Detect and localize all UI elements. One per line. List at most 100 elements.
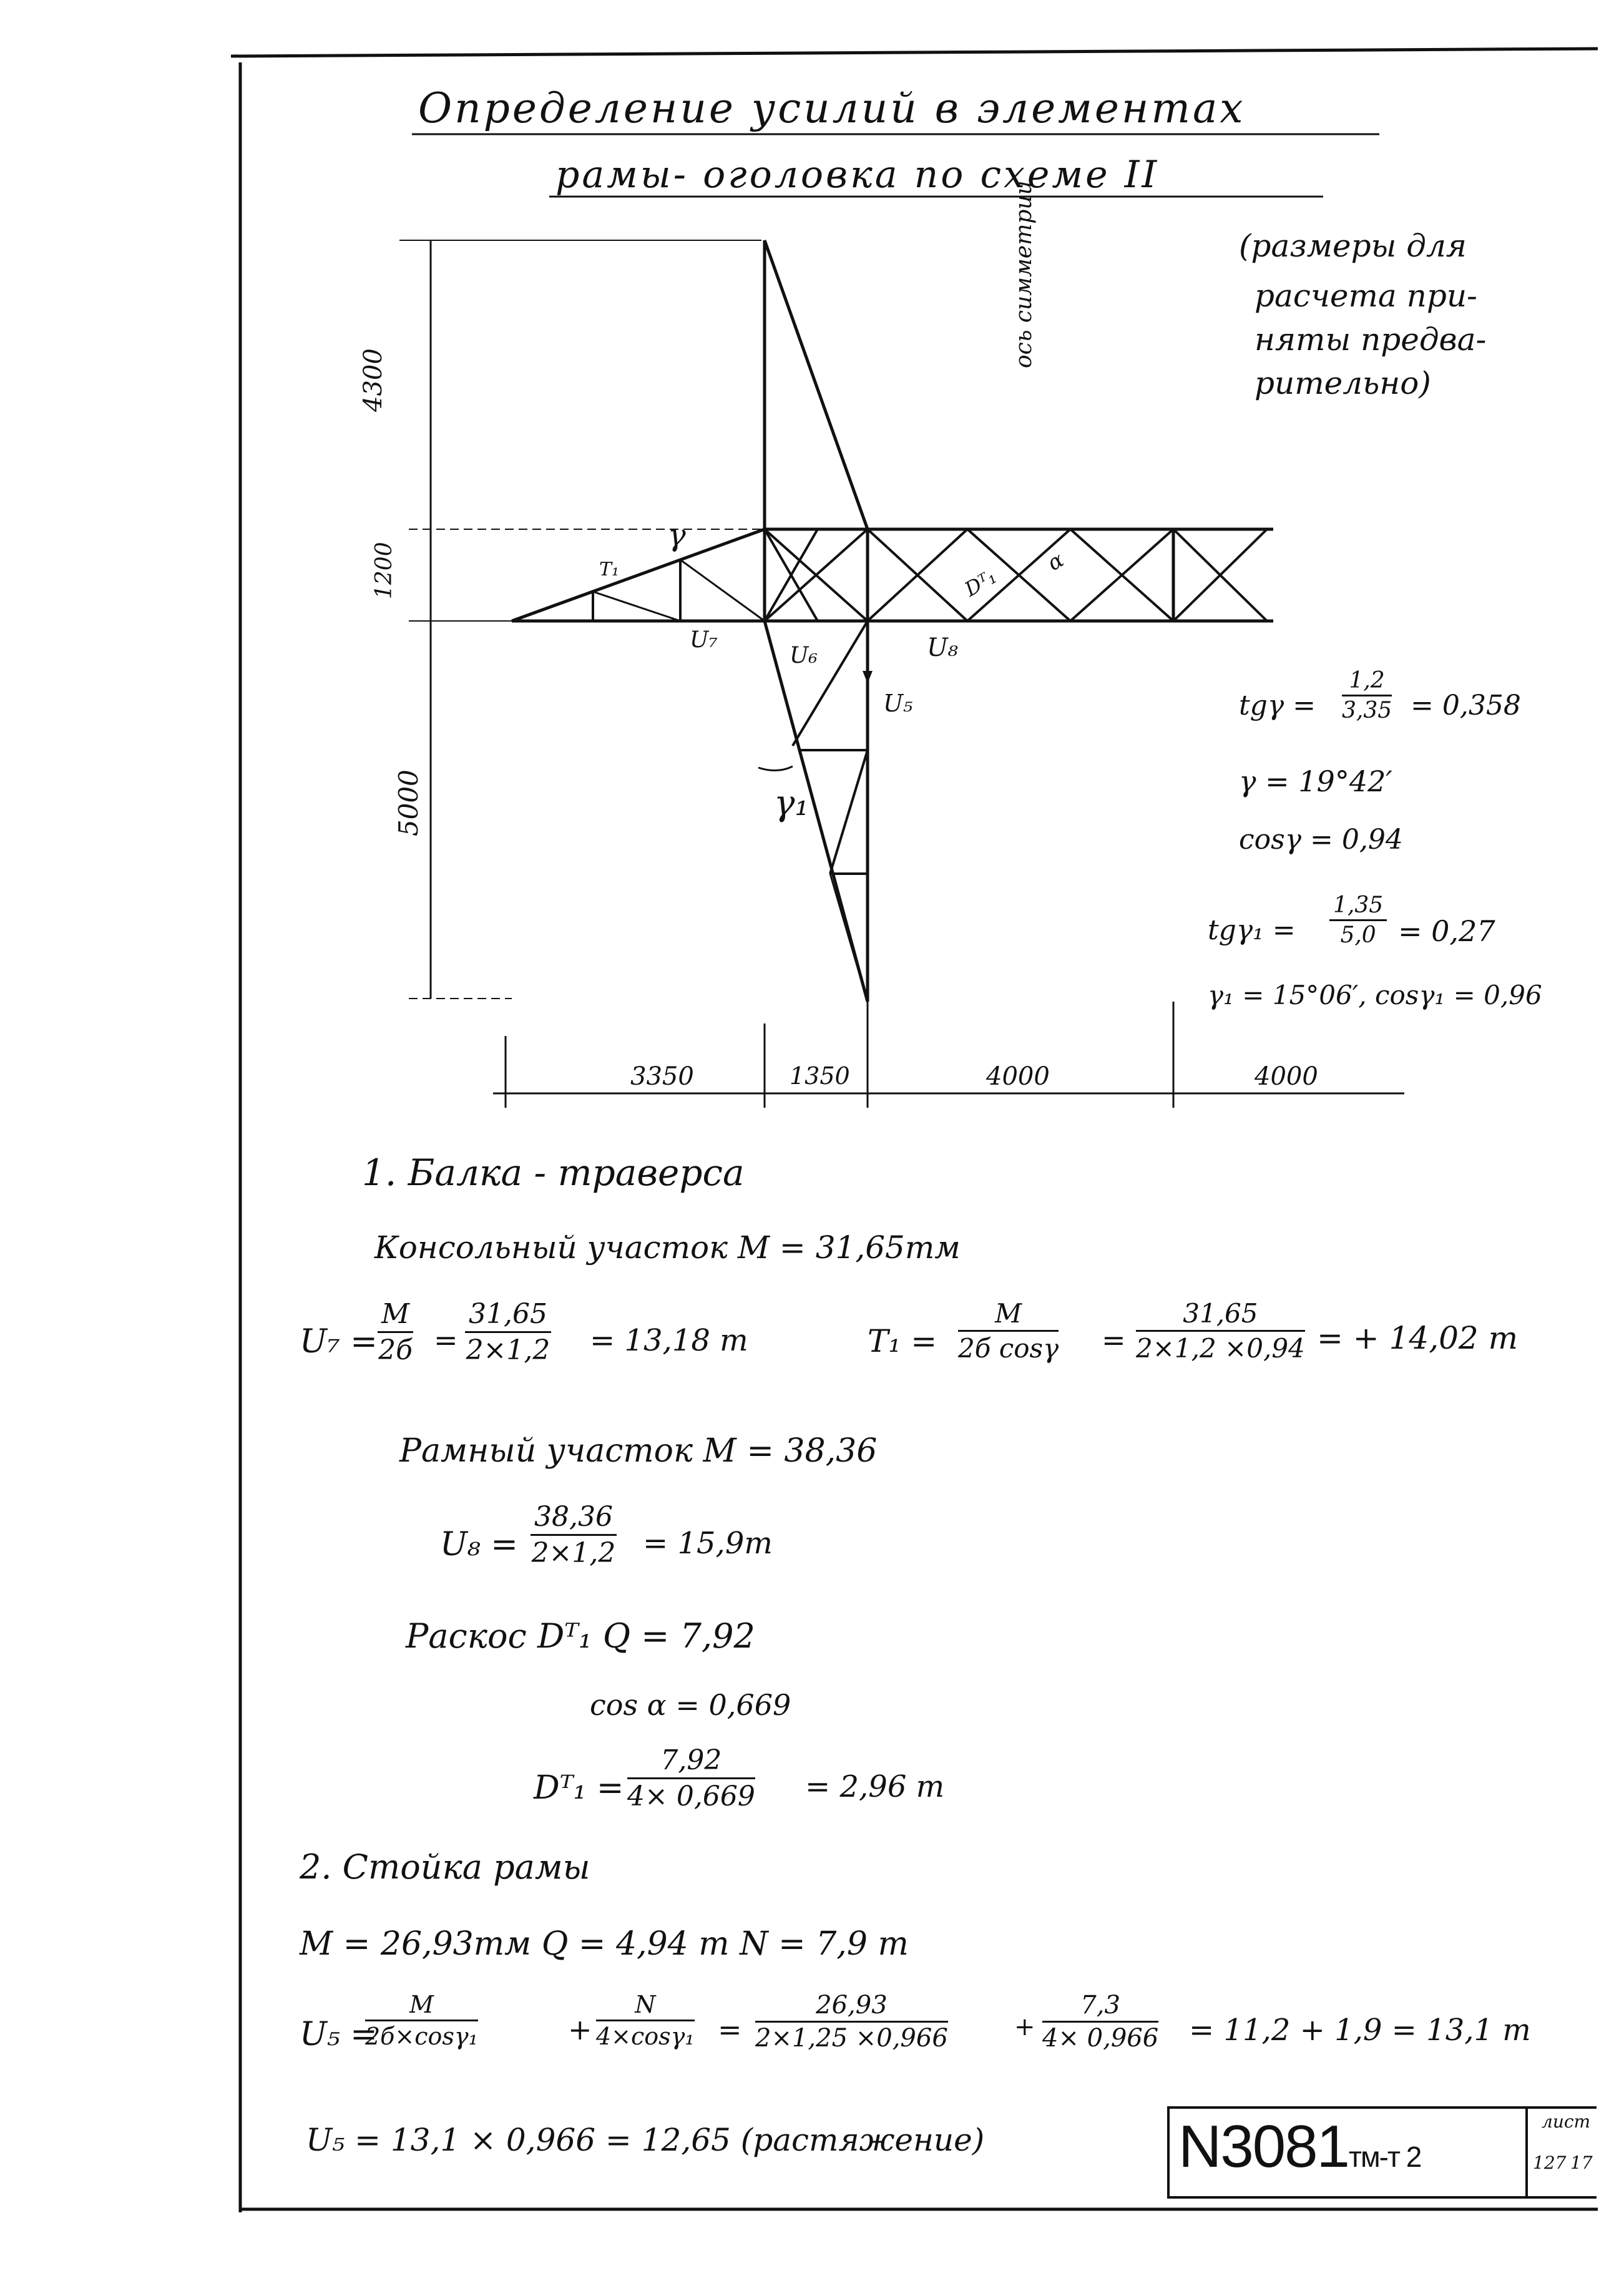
- d1-lhs: Dᵀ₁ =: [534, 1769, 624, 1807]
- u8-rhs: = 15,9т: [643, 1526, 773, 1561]
- t1-lhs: T₁ =: [868, 1323, 937, 1359]
- dim-4300: 4300: [359, 348, 388, 412]
- x-bracing: [763, 528, 1268, 622]
- d1-num: 7,92: [627, 1744, 755, 1779]
- tg-gamma1-lhs: tgγ₁ =: [1208, 914, 1296, 946]
- sheet-box: лист 127 17: [1525, 2106, 1597, 2199]
- u5-frac-a-num: M: [365, 1991, 478, 2021]
- label-gamma1: γ₁: [774, 783, 809, 824]
- u7-lhs: U₇ =: [300, 1323, 378, 1360]
- axis-symmetry-label: ось симметрии: [1011, 180, 1037, 368]
- u5-frac-b-den: 4×cosγ₁: [596, 2023, 695, 2050]
- d1-rhs: = 2,96 т: [805, 1769, 945, 1804]
- tg-gamma1-rhs: = 0,27: [1398, 914, 1495, 948]
- label-gamma: γ: [668, 518, 686, 553]
- top-border: [230, 47, 1598, 58]
- note-line-1: (размеры для: [1239, 228, 1467, 264]
- u7-frac-2-den: 2×1,2: [466, 1334, 550, 1366]
- section2-heading: 2. Стойка рамы: [300, 1847, 590, 1887]
- tg-gamma-num: 1,2: [1342, 668, 1392, 696]
- u5-plus-2: +: [1014, 2013, 1035, 2041]
- u5-rhs: = 11,2 + 1,9 = 13,1 т: [1189, 2013, 1531, 2048]
- column-diag-mid: [829, 750, 869, 874]
- d1-frac: 7,92 4× 0,669: [627, 1744, 755, 1812]
- note-line-3: няты предва-: [1255, 321, 1487, 358]
- label-U8: U₈: [927, 633, 958, 662]
- drawing-code-number: N3081: [1178, 2113, 1350, 2180]
- tg-gamma1-den: 5,0: [1340, 922, 1376, 948]
- t1-frac-1: M 2б cosγ: [958, 1298, 1059, 1364]
- t1-frac-1-den: 2б cosγ: [958, 1333, 1059, 1364]
- d1-den: 4× 0,669: [627, 1780, 755, 1812]
- gamma1-arc: [758, 765, 793, 771]
- dim-4000-a: 4000: [986, 1062, 1050, 1091]
- t1-frac-2-num: 31,65: [1136, 1298, 1305, 1332]
- title-block: N3081тм-т 2: [1167, 2106, 1528, 2199]
- u5-plus-1: +: [568, 2013, 592, 2046]
- sheet-label: лист: [1542, 2111, 1591, 2132]
- u5-frac-c: 26,93 2×1,25 ×0,966: [755, 1991, 948, 2053]
- u7-rhs: = 13,18 т: [590, 1323, 748, 1358]
- tg-gamma-den: 3,35: [1342, 698, 1392, 723]
- u5-frac-b-num: N: [596, 1991, 695, 2021]
- sheet-total: 17: [1570, 2152, 1593, 2173]
- tg-gamma-rhs: = 0,358: [1411, 690, 1521, 721]
- u5-frac-c-num: 26,93: [755, 1991, 948, 2023]
- u5-eq: =: [718, 2013, 742, 2046]
- u5-frac-c-den: 2×1,25 ×0,966: [755, 2024, 948, 2053]
- dim-1350: 1350: [790, 1062, 850, 1090]
- tg-gamma-lhs: tgγ =: [1239, 690, 1316, 721]
- label-T1: T₁: [599, 559, 620, 580]
- label-U6: U₆: [790, 643, 818, 668]
- t1-rhs: = + 14,02 т: [1317, 1320, 1519, 1356]
- u7-frac-1: M 2б: [378, 1298, 414, 1366]
- tg-gamma-frac: 1,2 3,35: [1342, 668, 1392, 723]
- u7-eq: =: [434, 1323, 458, 1357]
- u5-arrowhead: [863, 671, 873, 683]
- u8-frac: 38,36 2×1,2: [531, 1501, 617, 1569]
- title-line-2: рамы- оголовка по схеме II: [555, 153, 1160, 197]
- gamma-value: γ = 19°42′: [1239, 764, 1392, 798]
- t1-frac-1-num: M: [958, 1298, 1059, 1332]
- console-section: Консольный участок M = 31,65тм: [374, 1229, 961, 1266]
- note-line-2: расчета при-: [1255, 278, 1477, 314]
- dim-1200: 1200: [371, 542, 397, 599]
- label-U5: U₅: [883, 690, 913, 717]
- cos-alpha: cos α = 0,669: [590, 1688, 791, 1722]
- u5-lhs: U₅ =: [300, 2016, 378, 2053]
- u5-frac-d-num: 7,3: [1042, 1991, 1159, 2023]
- t1-frac-2: 31,65 2×1,2 ×0,94: [1136, 1298, 1305, 1364]
- section1-heading: 1. Балка - траверса: [362, 1151, 745, 1194]
- console-diag-2: [680, 559, 765, 622]
- u8-den: 2×1,2: [531, 1537, 616, 1569]
- u5-final: U₅ = 13,1 × 0,966 = 12,65 (растяжение): [306, 2122, 985, 2158]
- title-line-1: Определение усилий в элементах: [418, 84, 1246, 132]
- u7-frac-2-num: 31,65: [465, 1298, 551, 1333]
- dim-3350: 3350: [630, 1062, 694, 1091]
- cos-gamma-value: cosγ = 0,94: [1239, 824, 1403, 856]
- brace-line: Раскос Dᵀ₁ Q = 7,92: [406, 1616, 755, 1656]
- tg-gamma1-num: 1,35: [1329, 892, 1387, 921]
- u5-frac-a: M 2б×cosγ₁: [365, 1991, 478, 2050]
- dim-5000: 5000: [393, 769, 424, 836]
- u7-frac-2: 31,65 2×1,2: [465, 1298, 551, 1366]
- tg-gamma1-frac: 1,35 5,0: [1329, 892, 1387, 948]
- console-diag-1: [592, 590, 681, 622]
- note-line-4: рительно): [1255, 365, 1431, 401]
- sheet-number: 127: [1533, 2152, 1567, 2173]
- t1-eq: =: [1102, 1323, 1126, 1357]
- t1-frac-2-den: 2×1,2 ×0,94: [1136, 1333, 1305, 1364]
- upper-inclined-brace: [763, 240, 869, 530]
- u8-lhs: U₈ =: [440, 1526, 518, 1563]
- drawing-code-suffix: тм-т 2: [1348, 2141, 1422, 2173]
- label-U7: U₇: [690, 627, 718, 653]
- u7-frac-1-den: 2б: [378, 1334, 413, 1366]
- column-diag-top: [791, 620, 869, 747]
- u5-frac-a-den: 2б×cosγ₁: [365, 2023, 478, 2050]
- console-top-chord: [511, 527, 765, 623]
- frame-section: Рамный участок M = 38,36: [399, 1432, 878, 1470]
- u8-num: 38,36: [531, 1501, 617, 1536]
- column-diag-low: [829, 873, 869, 1002]
- u7-frac-1-num: M: [378, 1298, 414, 1333]
